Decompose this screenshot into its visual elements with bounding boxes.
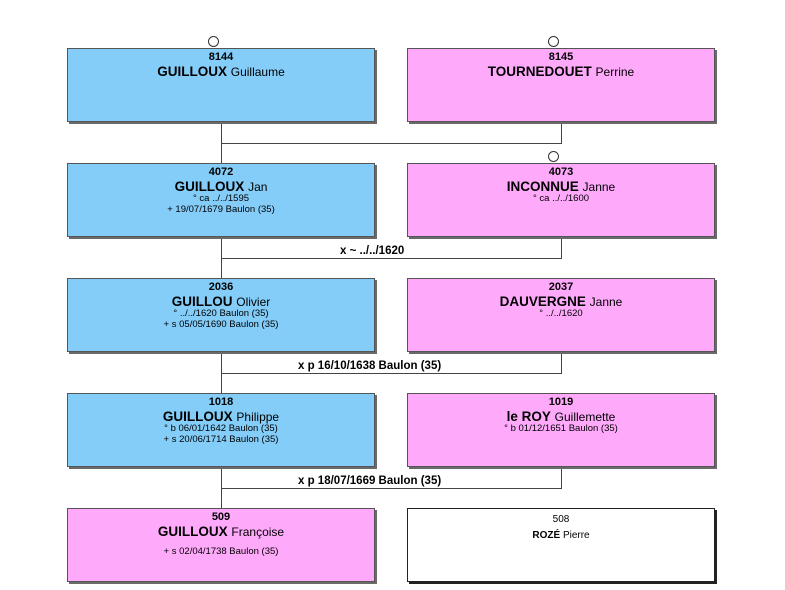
connector-line: [561, 467, 562, 489]
sosa-number: 2036: [208, 281, 234, 293]
person-card-509[interactable]: 509 GUILLOUX Françoise + s 02/04/1738 Ba…: [67, 508, 375, 582]
sosa-number: 509: [211, 511, 231, 523]
given-name: Françoise: [231, 524, 285, 539]
surname: ROZÉ: [532, 529, 561, 541]
birth-info: ° ../../1620 Baulon (35): [173, 308, 269, 320]
connector-line: [561, 122, 562, 144]
birth-info: ° ../../1620: [539, 308, 583, 320]
surname: INCONNUE: [506, 178, 579, 194]
sosa-number: 8144: [208, 51, 234, 63]
given-name: Janne: [582, 179, 616, 194]
sosa-number: 4073: [548, 166, 574, 178]
no-parents-marker-icon: [548, 36, 559, 47]
sosa-number: 4072: [208, 166, 234, 178]
surname: GUILLOUX: [174, 178, 245, 194]
birth-info: ° ca ../../1595: [192, 193, 250, 205]
given-name: Guillaume: [230, 64, 285, 79]
person-card-8144[interactable]: 8144 GUILLOUX Guillaume: [67, 48, 375, 122]
given-name: Olivier: [236, 294, 271, 309]
connector-line: [221, 258, 562, 259]
person-name: ROZÉ Pierre: [408, 530, 714, 542]
birth-info: ° b 06/01/1642 Baulon (35): [164, 423, 278, 435]
death-info: + s 20/06/1714 Baulon (35): [163, 434, 279, 446]
connector-line: [561, 352, 562, 374]
person-card-508[interactable]: 508 ROZÉ Pierre: [407, 508, 715, 582]
person-card-8145[interactable]: 8145 TOURNEDOUET Perrine: [407, 48, 715, 122]
death-info: + s 05/05/1690 Baulon (35): [163, 319, 279, 331]
marriage-label: x p 16/10/1638 Baulon (35): [298, 360, 442, 372]
person-name: GUILLOUX Jan: [68, 179, 374, 195]
person-card-2037[interactable]: 2037 DAUVERGNE Janne ° ../../1620: [407, 278, 715, 352]
person-card-4072[interactable]: 4072 GUILLOUX Jan ° ca ../../1595 + 19/0…: [67, 163, 375, 237]
given-name: Jan: [248, 179, 268, 194]
death-info: + s 02/04/1738 Baulon (35): [163, 546, 279, 558]
connector-line: [221, 373, 562, 374]
connector-line: [221, 488, 562, 489]
person-name: GUILLOUX Françoise: [68, 524, 374, 540]
death-info: + 19/07/1679 Baulon (35): [167, 204, 275, 216]
person-name: GUILLOUX Philippe: [68, 409, 374, 425]
sosa-number: 1019: [548, 396, 574, 408]
person-name: DAUVERGNE Janne: [408, 294, 714, 310]
marriage-label: x p 18/07/1669 Baulon (35): [298, 475, 442, 487]
surname: TOURNEDOUET: [487, 63, 592, 79]
birth-info: ° b 01/12/1651 Baulon (35): [504, 423, 618, 435]
sosa-number: 2037: [548, 281, 574, 293]
person-card-1019[interactable]: 1019 le ROY Guillemette ° b 01/12/1651 B…: [407, 393, 715, 467]
person-name: INCONNUE Janne: [408, 179, 714, 195]
person-name: le ROY Guillemette: [408, 409, 714, 425]
surname: GUILLOUX: [157, 63, 227, 79]
sosa-number: 508: [552, 514, 570, 525]
birth-info: ° ca ../../1600: [532, 193, 590, 205]
connector-line: [561, 237, 562, 259]
person-name: GUILLOU Olivier: [68, 294, 374, 310]
person-name: GUILLOUX Guillaume: [68, 64, 374, 80]
surname: GUILLOUX: [157, 523, 228, 539]
person-card-2036[interactable]: 2036 GUILLOU Olivier ° ../../1620 Baulon…: [67, 278, 375, 352]
given-name: Pierre: [562, 529, 590, 541]
connector-line: [221, 143, 562, 144]
sosa-number: 1018: [208, 396, 234, 408]
marriage-label: x ~ ../../1620: [340, 245, 405, 257]
surname: GUILLOU: [171, 293, 233, 309]
given-name: Guillemette: [554, 409, 616, 424]
no-parents-marker-icon: [208, 36, 219, 47]
given-name: Janne: [589, 294, 623, 309]
surname: le ROY: [506, 408, 551, 424]
given-name: Perrine: [595, 64, 635, 79]
person-card-4073[interactable]: 4073 INCONNUE Janne ° ca ../../1600: [407, 163, 715, 237]
no-parents-marker-icon: [548, 151, 559, 162]
surname: DAUVERGNE: [499, 293, 586, 309]
sosa-number: 8145: [548, 51, 574, 63]
person-card-1018[interactable]: 1018 GUILLOUX Philippe ° b 06/01/1642 Ba…: [67, 393, 375, 467]
surname: GUILLOUX: [162, 408, 233, 424]
person-name: TOURNEDOUET Perrine: [408, 64, 714, 80]
given-name: Philippe: [236, 409, 280, 424]
